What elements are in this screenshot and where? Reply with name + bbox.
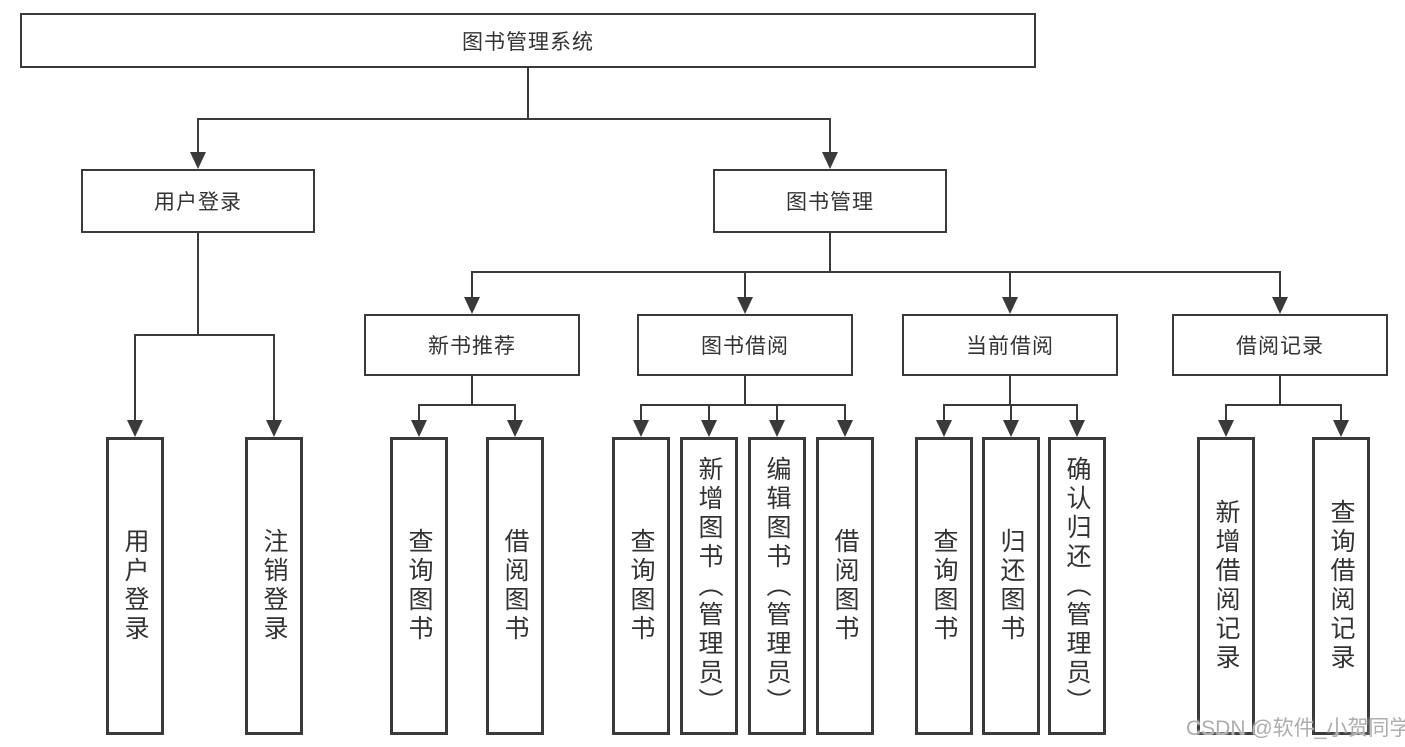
- watermark: CSDN @软件_小贺同学: [1186, 717, 1405, 740]
- leaf-query-books-borrowing: 查询图书: [612, 437, 670, 735]
- node-user-login: 用户登录: [81, 169, 315, 233]
- connector-v-leaf: [273, 334, 275, 422]
- connector-h-user-leaves: [134, 334, 275, 336]
- leaf-label: 新增图书（管理员）: [695, 455, 723, 717]
- leaf-label: 归还图书: [997, 528, 1025, 644]
- connector-v-stem: [471, 376, 473, 406]
- node-label: 新书推荐: [428, 335, 516, 358]
- leaf-label: 查询图书: [405, 528, 433, 644]
- node-current-borrowing: 当前借阅: [902, 314, 1118, 376]
- node-label: 当前借阅: [966, 335, 1054, 358]
- connector-v-leaf: [1225, 404, 1227, 422]
- node-label: 用户登录: [154, 191, 242, 214]
- connector-v-leaf: [514, 404, 516, 422]
- connector-h-leaves: [1225, 404, 1342, 406]
- connector-v-leaf: [418, 404, 420, 422]
- leaf-label: 借阅图书: [501, 528, 529, 644]
- connector-h-level2: [197, 118, 831, 120]
- leaf-label: 借阅图书: [831, 528, 859, 644]
- node-new-book-recommend: 新书推荐: [364, 314, 580, 376]
- leaf-label: 编辑图书（管理员）: [763, 455, 791, 717]
- arrowhead-down-icon: [701, 420, 717, 437]
- connector-v-leaf: [640, 404, 642, 422]
- arrowhead-down-icon: [411, 420, 427, 437]
- connector-v-leaf: [776, 404, 778, 422]
- node-book-borrowing: 图书借阅: [637, 314, 853, 376]
- leaf-query-books-recommend: 查询图书: [390, 437, 448, 735]
- arrowhead-down-icon: [822, 152, 838, 169]
- arrowhead-down-icon: [1002, 297, 1018, 314]
- connector-v-level3: [1279, 271, 1281, 301]
- leaf-label: 新增借阅记录: [1212, 499, 1240, 673]
- connector-v-level3: [1009, 271, 1011, 301]
- arrowhead-down-icon: [1069, 420, 1085, 437]
- leaf-return-book: 归还图书: [982, 437, 1040, 735]
- leaf-borrow-books: 借阅图书: [816, 437, 874, 735]
- arrowhead-down-icon: [1272, 297, 1288, 314]
- connector-v-level3: [471, 271, 473, 301]
- node-label: 图书借阅: [701, 335, 789, 358]
- node-label: 借阅记录: [1236, 335, 1324, 358]
- arrowhead-down-icon: [127, 420, 143, 437]
- arrowhead-down-icon: [464, 297, 480, 314]
- leaf-label: 用户登录: [121, 528, 149, 644]
- connector-v-leaf: [134, 334, 136, 422]
- connector-h-leaves: [418, 404, 516, 406]
- leaf-add-borrow-record: 新增借阅记录: [1197, 437, 1255, 735]
- arrowhead-down-icon: [507, 420, 523, 437]
- arrowhead-down-icon: [936, 420, 952, 437]
- arrowhead-down-icon: [837, 420, 853, 437]
- leaf-user-login: 用户登录: [106, 437, 164, 735]
- leaf-label: 查询借阅记录: [1327, 499, 1355, 673]
- connector-v-user-stem: [197, 233, 199, 335]
- node-borrow-records: 借阅记录: [1172, 314, 1388, 376]
- connector-v-mgmt-stem: [829, 233, 831, 273]
- arrowhead-down-icon: [633, 420, 649, 437]
- node-label: 图书管理: [786, 191, 874, 214]
- connector-v-leaf: [1076, 404, 1078, 422]
- connector-v-user-login: [197, 118, 199, 156]
- arrowhead-down-icon: [266, 420, 282, 437]
- leaf-edit-book-admin: 编辑图书（管理员）: [748, 437, 806, 735]
- leaf-label: 注销登录: [260, 528, 288, 644]
- connector-h-leaves: [640, 404, 846, 406]
- connector-v-stem: [744, 376, 746, 406]
- connector-v-stem: [1279, 376, 1281, 406]
- leaf-add-book-admin: 新增图书（管理员）: [680, 437, 738, 735]
- leaf-query-borrow-record: 查询借阅记录: [1312, 437, 1370, 735]
- leaf-label: 查询图书: [627, 528, 655, 644]
- arrowhead-down-icon: [1333, 420, 1349, 437]
- connector-h-level3: [471, 271, 1281, 273]
- leaf-borrow-books-recommend: 借阅图书: [486, 437, 544, 735]
- connector-v-leaf: [943, 404, 945, 422]
- leaf-label: 查询图书: [930, 528, 958, 644]
- node-label: 图书管理系统: [462, 30, 594, 54]
- leaf-query-books-current: 查询图书: [915, 437, 973, 735]
- connector-v-leaf: [1010, 404, 1012, 422]
- connector-v-book-mgmt: [829, 118, 831, 156]
- arrowhead-down-icon: [190, 152, 206, 169]
- node-library-system: 图书管理系统: [20, 13, 1036, 68]
- node-book-management: 图书管理: [713, 169, 947, 233]
- leaf-label: 确认归还（管理员）: [1063, 455, 1091, 717]
- connector-v-root: [527, 68, 529, 120]
- arrowhead-down-icon: [737, 297, 753, 314]
- leaf-logout: 注销登录: [245, 437, 303, 735]
- leaf-confirm-return-admin: 确认归还（管理员）: [1048, 437, 1106, 735]
- arrowhead-down-icon: [1218, 420, 1234, 437]
- connector-v-level3: [744, 271, 746, 301]
- connector-v-leaf: [708, 404, 710, 422]
- connector-v-leaf: [1340, 404, 1342, 422]
- connector-v-leaf: [844, 404, 846, 422]
- arrowhead-down-icon: [769, 420, 785, 437]
- connector-v-stem: [1009, 376, 1011, 406]
- arrowhead-down-icon: [1003, 420, 1019, 437]
